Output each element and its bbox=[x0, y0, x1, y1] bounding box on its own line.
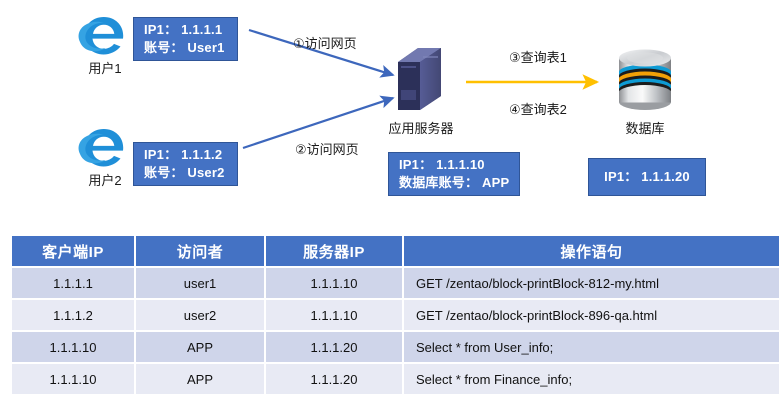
internet-explorer-icon bbox=[78, 129, 124, 167]
cell-visitor: APP bbox=[136, 332, 264, 362]
cell-statement: GET /zentao/block-printBlock-896-qa.html bbox=[404, 300, 779, 330]
cell-client-ip: 1.1.1.1 bbox=[12, 268, 134, 298]
client-1-ip-line: IP1： 1.1.1.1 bbox=[144, 22, 223, 38]
client-2-ip-line: IP1： 1.1.1.2 bbox=[144, 147, 223, 163]
cell-statement: GET /zentao/block-printBlock-812-my.html bbox=[404, 268, 779, 298]
cell-client-ip: 1.1.1.10 bbox=[12, 332, 134, 362]
client-2-caption: 用户2 bbox=[88, 173, 122, 188]
cell-client-ip: 1.1.1.2 bbox=[12, 300, 134, 330]
col-header-client-ip: 客户端IP bbox=[12, 236, 134, 266]
client-1-account-line: 账号： User1 bbox=[144, 40, 225, 55]
application-server-icon bbox=[398, 48, 441, 110]
flow-label-1: ①访问网页 bbox=[293, 36, 357, 51]
cell-server-ip: 1.1.1.20 bbox=[266, 364, 402, 394]
client-1-caption: 用户1 bbox=[88, 61, 122, 76]
flow-arrow-1 bbox=[248, 28, 395, 78]
client-2-account-line: 账号： User2 bbox=[144, 165, 225, 180]
table-row: 1.1.1.10 APP 1.1.1.20 Select * from Fina… bbox=[12, 364, 779, 394]
server-ip-line: IP1： 1.1.1.10 bbox=[399, 157, 485, 173]
client-1-info-box: IP1： 1.1.1.1 账号： User1 bbox=[133, 17, 238, 61]
server-db-account-line: 数据库账号： APP bbox=[399, 175, 510, 190]
database-caption: 数据库 bbox=[625, 121, 665, 136]
cell-visitor: user2 bbox=[136, 300, 264, 330]
flow-label-3: ③查询表1 bbox=[509, 50, 567, 65]
diagram-connectors bbox=[78, 17, 671, 167]
col-header-server-ip: 服务器IP bbox=[266, 236, 402, 266]
flow-arrow-2 bbox=[242, 95, 395, 150]
cell-server-ip: 1.1.1.10 bbox=[266, 300, 402, 330]
client-2-info-box: IP1： 1.1.1.2 账号： User2 bbox=[133, 142, 238, 186]
cell-client-ip: 1.1.1.10 bbox=[12, 364, 134, 394]
access-log-table: 客户端IP 访问者 服务器IP 操作语句 1.1.1.1 user1 1.1.1… bbox=[10, 234, 781, 396]
application-server-info-box: IP1： 1.1.1.10 数据库账号： APP bbox=[388, 152, 520, 196]
cell-statement: Select * from Finance_info; bbox=[404, 364, 779, 394]
col-header-visitor: 访问者 bbox=[136, 236, 264, 266]
table-row: 1.1.1.2 user2 1.1.1.10 GET /zentao/block… bbox=[12, 300, 779, 330]
table-row: 1.1.1.1 user1 1.1.1.10 GET /zentao/block… bbox=[12, 268, 779, 298]
cell-visitor: APP bbox=[136, 364, 264, 394]
network-flow-diagram: 用户1 IP1： 1.1.1.1 账号： User1 用户2 IP1： 1.1.… bbox=[78, 17, 706, 196]
flow-label-2: ②访问网页 bbox=[295, 142, 359, 157]
internet-explorer-icon bbox=[78, 17, 124, 55]
cell-visitor: user1 bbox=[136, 268, 264, 298]
application-server-caption: 应用服务器 bbox=[388, 121, 454, 136]
cell-server-ip: 1.1.1.20 bbox=[266, 332, 402, 362]
cell-server-ip: 1.1.1.10 bbox=[266, 268, 402, 298]
database-cylinder-icon bbox=[619, 49, 671, 110]
col-header-statement: 操作语句 bbox=[404, 236, 779, 266]
flow-label-4: ④查询表2 bbox=[509, 102, 567, 117]
table-row: 1.1.1.10 APP 1.1.1.20 Select * from User… bbox=[12, 332, 779, 362]
database-info-box: IP1： 1.1.1.20 bbox=[588, 158, 706, 196]
database-ip-line: IP1： 1.1.1.20 bbox=[604, 169, 690, 185]
table-header-row: 客户端IP 访问者 服务器IP 操作语句 bbox=[12, 236, 779, 266]
cell-statement: Select * from User_info; bbox=[404, 332, 779, 362]
